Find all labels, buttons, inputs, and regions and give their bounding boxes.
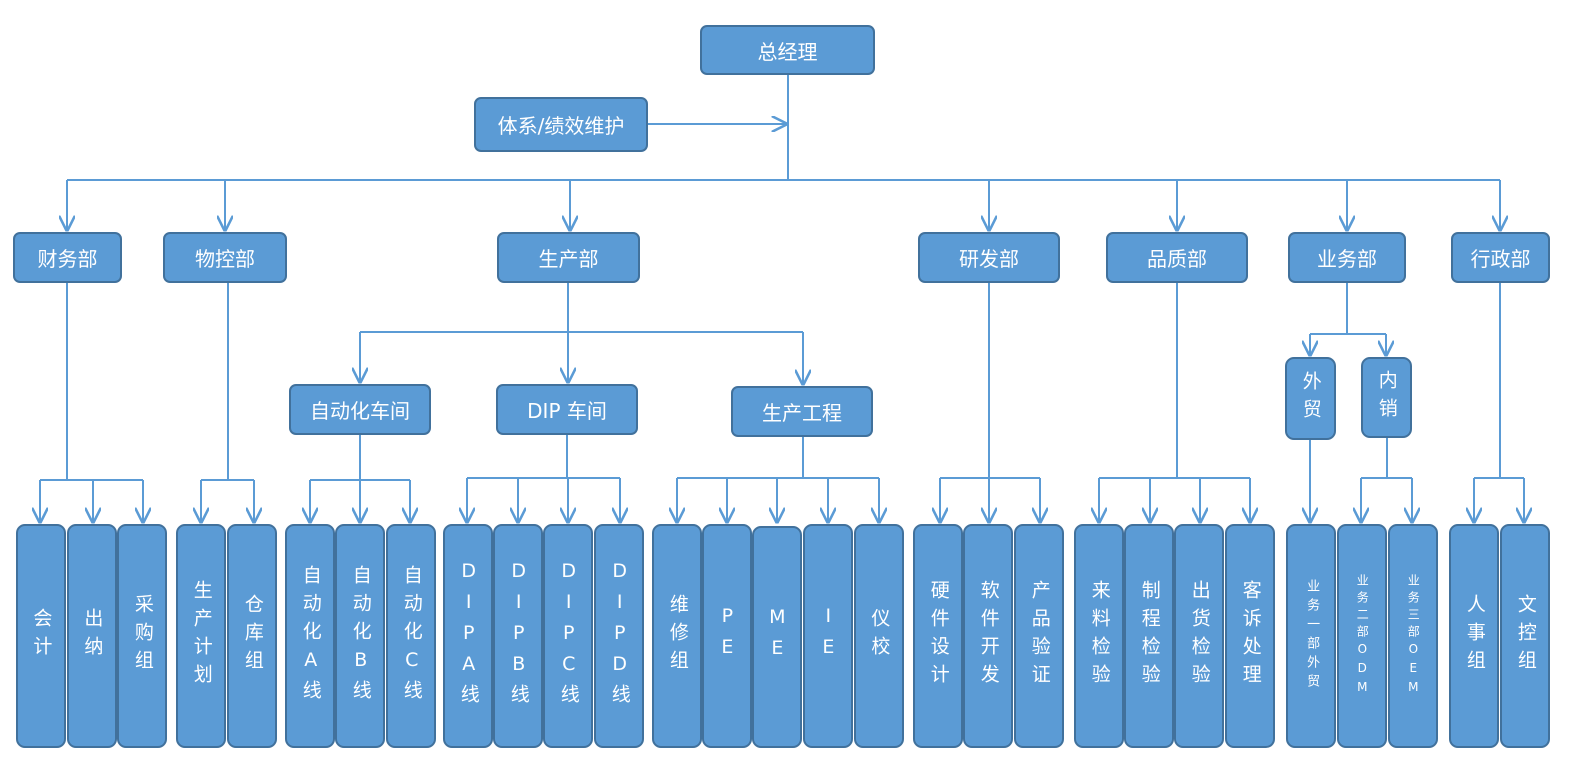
node-domestic-sales: 内销 xyxy=(1361,357,1412,438)
leaf-dip-line-a: DIPA线 xyxy=(443,524,493,748)
node-production-dept: 生产部 xyxy=(497,232,640,283)
node-finance-dept: 财务部 xyxy=(13,232,122,283)
leaf-hr: 人事组 xyxy=(1449,524,1499,748)
leaf-calibration: 仪校 xyxy=(854,524,904,748)
leaf-incoming-inspection: 来料检验 xyxy=(1074,524,1124,748)
leaf-outgoing-inspection: 出货检验 xyxy=(1174,524,1224,748)
node-system-performance: 体系/绩效维护 xyxy=(474,97,648,152)
leaf-document-control: 文控组 xyxy=(1500,524,1550,748)
leaf-auto-line-c: 自动化C线 xyxy=(386,524,436,748)
leaf-hardware-design: 硬件设计 xyxy=(913,524,963,748)
node-dip-workshop: DIP 车间 xyxy=(496,384,638,435)
leaf-me: ME xyxy=(752,526,802,748)
leaf-pe: PE xyxy=(702,524,752,748)
node-general-manager: 总经理 xyxy=(700,25,875,75)
node-foreign-trade: 外贸 xyxy=(1285,357,1336,440)
leaf-warehouse: 仓库组 xyxy=(227,524,277,748)
leaf-dip-line-d: DIPD线 xyxy=(594,524,644,748)
leaf-auto-line-a: 自动化A线 xyxy=(285,524,335,748)
leaf-accounting: 会计 xyxy=(16,524,66,748)
leaf-purchasing: 采购组 xyxy=(117,524,167,748)
node-production-engineering: 生产工程 xyxy=(731,386,873,437)
node-auto-workshop: 自动化车间 xyxy=(289,384,431,435)
node-business-dept: 业务部 xyxy=(1288,232,1406,283)
leaf-business-1-foreign: 业务一部外贸 xyxy=(1286,524,1336,748)
leaf-business-2-odm: 业务二部ODM xyxy=(1337,524,1387,748)
leaf-ie: IE xyxy=(803,524,853,748)
leaf-business-3-oem: 业务三部OEM xyxy=(1388,524,1438,748)
leaf-complaint-handling: 客诉处理 xyxy=(1225,524,1275,748)
leaf-dip-line-b: DIPB线 xyxy=(493,524,543,748)
leaf-cashier: 出纳 xyxy=(67,524,117,748)
node-material-dept: 物控部 xyxy=(163,232,287,283)
leaf-maintenance: 维修组 xyxy=(652,524,702,748)
leaf-auto-line-b: 自动化B线 xyxy=(335,524,385,748)
leaf-production-plan: 生产计划 xyxy=(176,524,226,748)
leaf-process-inspection: 制程检验 xyxy=(1124,524,1174,748)
node-rnd-dept: 研发部 xyxy=(918,232,1060,283)
node-quality-dept: 品质部 xyxy=(1106,232,1248,283)
leaf-product-verify: 产品验证 xyxy=(1014,524,1064,748)
node-admin-dept: 行政部 xyxy=(1451,232,1550,283)
leaf-software-dev: 软件开发 xyxy=(963,524,1013,748)
leaf-dip-line-c: DIPC线 xyxy=(543,524,593,748)
